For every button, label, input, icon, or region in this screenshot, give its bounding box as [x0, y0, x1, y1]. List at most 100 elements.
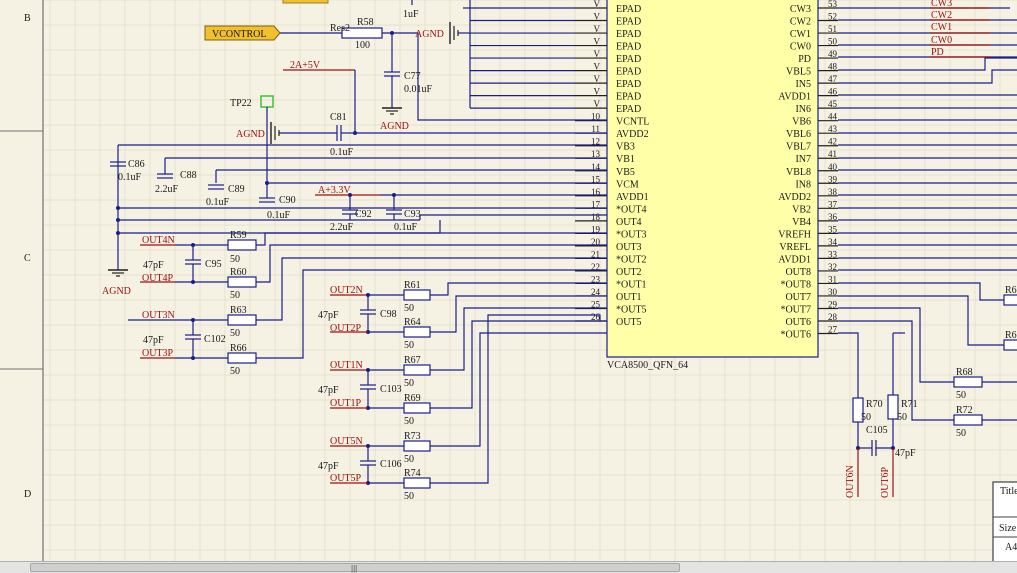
net-out1n[interactable]: OUT1N — [330, 360, 363, 371]
pin-number: 53 — [828, 0, 838, 9]
pin-number: 48 — [828, 62, 838, 72]
resistor-r61[interactable] — [403, 289, 431, 301]
pin-number: V — [594, 62, 601, 72]
net-a3v3[interactable]: A+3.3V — [318, 185, 351, 196]
title-block-sheet: A4 — [1005, 542, 1017, 553]
r72-value: 50 — [956, 428, 966, 439]
net-out4p[interactable]: OUT4P — [142, 273, 174, 284]
net-out2p[interactable]: OUT2P — [330, 323, 362, 334]
resistor-r74[interactable] — [403, 477, 431, 489]
c105-ref: C105 — [866, 425, 888, 436]
partial-top-component[interactable] — [282, 0, 329, 4]
resistor-r63[interactable] — [227, 314, 257, 326]
ic-vca8500[interactable] — [606, 0, 819, 358]
net-out3n[interactable]: OUT3N — [142, 310, 175, 321]
resistor-cut-top[interactable] — [1003, 294, 1017, 306]
horizontal-scrollbar[interactable]: ||| — [0, 561, 1017, 573]
net-cw0[interactable]: CW0 — [931, 35, 952, 46]
resistor-r66[interactable] — [227, 352, 257, 364]
scrollbar-thumb[interactable]: ||| — [30, 563, 680, 573]
resistor-r73[interactable] — [403, 440, 431, 452]
net-out5p[interactable]: OUT5P — [330, 473, 362, 484]
resistor-r60[interactable] — [227, 276, 257, 288]
vcontrol-port[interactable] — [204, 25, 281, 41]
net-out6p[interactable]: OUT6P — [880, 466, 891, 498]
resistor-r69[interactable] — [403, 402, 431, 414]
net-cw3[interactable]: CW3 — [931, 0, 952, 9]
c86-ref: C86 — [128, 159, 145, 170]
net-2a5v[interactable]: 2A+5V — [290, 60, 321, 71]
net-out6n[interactable]: OUT6N — [845, 465, 856, 498]
pin-number: 32 — [828, 262, 837, 272]
ic-right-pin[interactable]: OUT8 32 — [785, 262, 838, 278]
net-out1p[interactable]: OUT1P — [330, 398, 362, 409]
resistor-r64[interactable] — [403, 326, 431, 338]
pin-number: V — [594, 37, 601, 47]
agnd-left[interactable]: AGND — [102, 286, 131, 297]
net-out3p[interactable]: OUT3P — [142, 348, 174, 359]
testpoint-tp22[interactable] — [260, 95, 274, 108]
pin-name: OUT8 — [785, 267, 811, 278]
resistor-r68[interactable] — [953, 376, 983, 388]
resistor-cut-bottom[interactable] — [1003, 339, 1017, 351]
net-pd[interactable]: PD — [931, 47, 944, 58]
net-cw1[interactable]: CW1 — [931, 22, 952, 33]
net-out4n[interactable]: OUT4N — [142, 235, 175, 246]
pin-name: *OUT2 — [616, 254, 647, 265]
resistor-r59[interactable] — [227, 239, 257, 251]
agnd-c77[interactable]: AGND — [380, 121, 409, 132]
resistor-r72[interactable] — [953, 414, 983, 426]
net-out2n[interactable]: OUT2N — [330, 285, 363, 296]
r59-ref: R59 — [230, 230, 247, 241]
agnd-c81[interactable]: AGND — [236, 129, 265, 140]
pin-number: 39 — [828, 174, 838, 184]
agnd-top[interactable]: AGND — [415, 29, 444, 40]
resistor-r67[interactable] — [403, 364, 431, 376]
net-cw2[interactable]: CW2 — [931, 10, 952, 21]
net-out5n[interactable]: OUT5N — [330, 436, 363, 447]
